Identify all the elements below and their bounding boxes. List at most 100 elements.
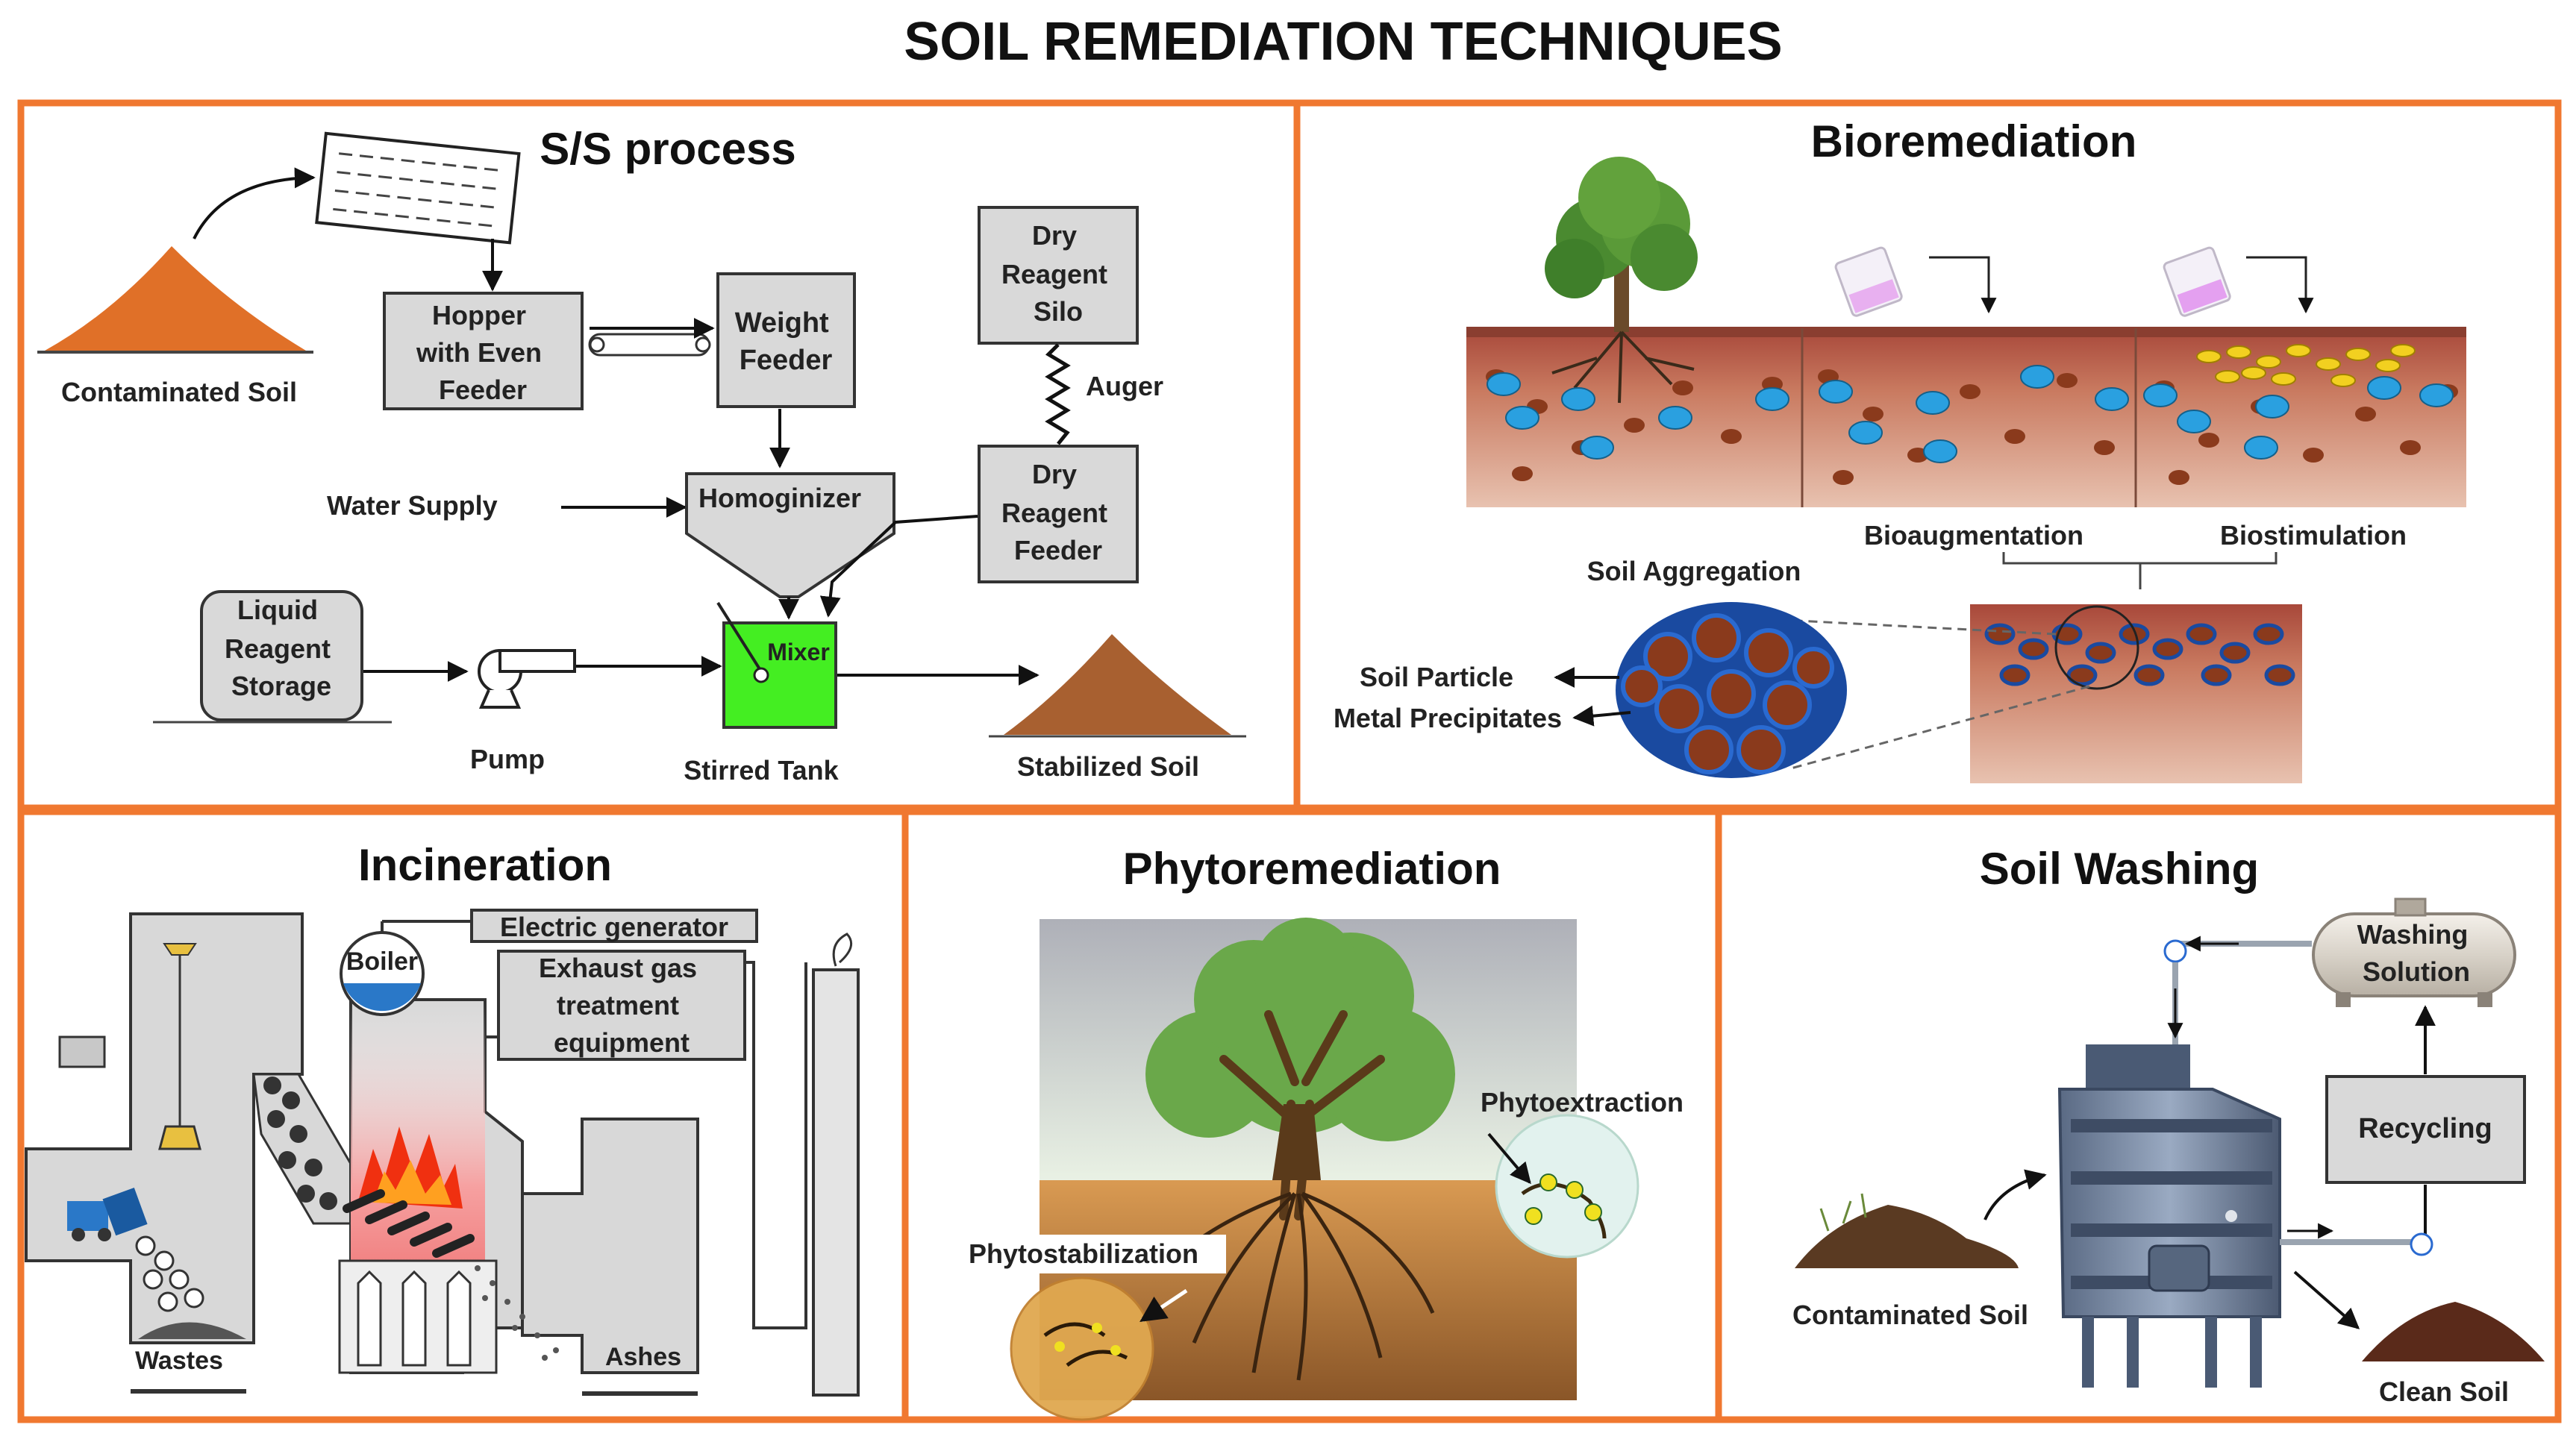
incineration-panel: Incineration Wastes — [25, 840, 860, 1397]
svg-text:Weight Feeder: Weight Feeder — [735, 307, 837, 376]
bioaugmentation-label: Bioaugmentation — [1864, 520, 2083, 551]
liquid-label-1: Liquid — [237, 595, 318, 625]
contaminated-soil-label: Contaminated Soil — [61, 377, 297, 407]
boiler-label: Boiler — [346, 947, 418, 976]
truck-icon — [67, 1188, 148, 1241]
chimney-stack — [812, 968, 860, 1397]
panel-frames — [17, 99, 2562, 1423]
washing-solution-drum — [2312, 897, 2516, 1007]
bio-title: Bioremediation — [1811, 116, 2137, 166]
feeder-label-2: Reagent — [1001, 498, 1107, 528]
tree-icon — [1545, 157, 1698, 404]
feeder-label-1: Dry — [1032, 459, 1077, 489]
washing-contaminated-soil-label: Contaminated Soil — [1792, 1300, 2028, 1330]
svg-text:Dry Reagent Silo: Dry Reagent Silo — [1001, 220, 1115, 327]
hopper-label-3: Feeder — [439, 374, 527, 405]
metal-precipitates-label: Metal Precipitates — [1334, 703, 1562, 733]
valve-icon-1 — [2163, 939, 2187, 963]
phyto-title: Phytoremediation — [1123, 844, 1501, 894]
dry-reagent-feeder-box — [978, 445, 1139, 583]
precipitate-particles — [2196, 344, 2416, 387]
ss-title: S/S process — [540, 124, 796, 174]
pump-label: Pump — [470, 744, 545, 774]
liquid-label-2: Reagent — [225, 633, 331, 664]
bioremediation-panel: Bioremediation — [1334, 116, 2466, 783]
weight-feeder-box — [716, 272, 856, 408]
crane-grab-icon — [158, 1125, 201, 1150]
phytostabilization-magnifier — [1010, 1276, 1154, 1421]
liquid-label-3: Storage — [231, 671, 331, 701]
document-sheet-icon — [315, 131, 521, 245]
beaker-icon-2 — [2163, 246, 2231, 317]
washing-contaminated-soil-pile — [1795, 1205, 2019, 1268]
soil-strip — [1466, 328, 2466, 507]
soil-aggregation-label: Soil Aggregation — [1587, 556, 1801, 586]
waste-balls — [135, 1235, 204, 1312]
washing-solution-label-1: Washing — [2357, 919, 2469, 950]
phytoremediation-panel: Phytoremediation Phytoextraction — [957, 844, 1684, 1421]
phytoextraction-label: Phytoextraction — [1481, 1087, 1684, 1118]
soil-aggregation-magnifier — [1616, 602, 1847, 778]
clean-soil-pile — [2362, 1302, 2545, 1361]
bracket — [2002, 552, 2278, 589]
zoomed-aggregates — [1984, 623, 2295, 686]
svg-text:Exhaust gas treatment: Exhaust gas treatment equipment — [539, 953, 704, 1058]
ash-building — [521, 1118, 699, 1374]
silo-label-2: Reagent — [1001, 259, 1107, 289]
beaker-icon-1 — [1834, 246, 1903, 317]
svg-text:Hopper with Even F: Hopper with Even Feeder — [416, 300, 549, 405]
mixer-label: Mixer — [767, 639, 830, 665]
pump-icon — [478, 649, 576, 709]
feeder-label-3: Feeder — [1014, 535, 1102, 565]
electric-generator-label: Electric generator — [500, 912, 728, 942]
phytostabilization-label: Phytostabilization — [969, 1238, 1198, 1269]
homogenizer-funnel — [685, 472, 895, 598]
soil-particle-label: Soil Particle — [1360, 662, 1513, 692]
hopper-label-1: Hopper — [432, 300, 526, 330]
biostimulation-label: Biostimulation — [2220, 520, 2407, 551]
valve-icon-2 — [2410, 1232, 2433, 1256]
svg-text:Washing Solution: Washing Solution — [2357, 919, 2476, 987]
silo-label-1: Dry — [1032, 220, 1077, 251]
exhaust-treatment-box — [497, 950, 746, 1061]
phyto-tree-icon — [1145, 918, 1455, 1381]
washing-tank-icon — [2057, 1044, 2281, 1388]
weight-feeder-label-2: Feeder — [740, 345, 833, 376]
exhaust-label-2: treatment — [557, 990, 679, 1021]
dry-reagent-silo-box — [978, 206, 1139, 345]
exhaust-label-3: equipment — [554, 1027, 690, 1058]
washing-title: Soil Washing — [1980, 844, 2259, 894]
svg-text:Dry Reagent Feeder: Dry Reagent Feeder — [1001, 459, 1115, 565]
pile-to-sheet-arrow — [193, 167, 316, 239]
ss-process-panel: S/S process Contaminated Soil Hopper wit… — [37, 124, 1246, 786]
recycling-box — [2325, 1075, 2526, 1184]
mixer-paddle — [716, 601, 763, 673]
auger-spiral — [1045, 343, 1071, 445]
metal-ions — [1486, 365, 2454, 463]
hopper-label-2: with Even — [416, 337, 542, 368]
incineration-title: Incineration — [358, 840, 612, 890]
soil-washing-panel: Soil Washing Washing Solution Recycling — [1792, 844, 2545, 1407]
auger-label: Auger — [1086, 371, 1163, 401]
stabilized-soil-label: Stabilized Soil — [1017, 751, 1199, 782]
liquid-reagent-storage-box — [200, 590, 363, 721]
hopper-box — [383, 292, 584, 410]
conveyor — [588, 333, 711, 357]
homogenizer-label: Homoginizer — [698, 483, 861, 513]
water-supply-label: Water Supply — [327, 490, 498, 521]
electric-generator-box — [470, 909, 758, 943]
page-title: SOIL REMEDIATION TECHNIQUES — [904, 12, 1782, 72]
wastes-label: Wastes — [135, 1347, 223, 1375]
contaminated-soil-pile — [45, 246, 306, 351]
svg-text:Liquid Reagent Sto: Liquid Reagent Storage — [225, 595, 338, 701]
weight-feeder-label-1: Weight — [735, 307, 829, 339]
ashes-label: Ashes — [605, 1343, 681, 1371]
stabilized-soil-pile — [1004, 634, 1231, 735]
stirred-tank-label: Stirred Tank — [684, 755, 839, 786]
exhaust-label-1: Exhaust gas — [539, 953, 697, 983]
silo-label-3: Silo — [1034, 296, 1083, 327]
clean-soil-label: Clean Soil — [2379, 1376, 2509, 1407]
recycling-label: Recycling — [2358, 1113, 2492, 1144]
washing-solution-label-2: Solution — [2363, 956, 2470, 987]
